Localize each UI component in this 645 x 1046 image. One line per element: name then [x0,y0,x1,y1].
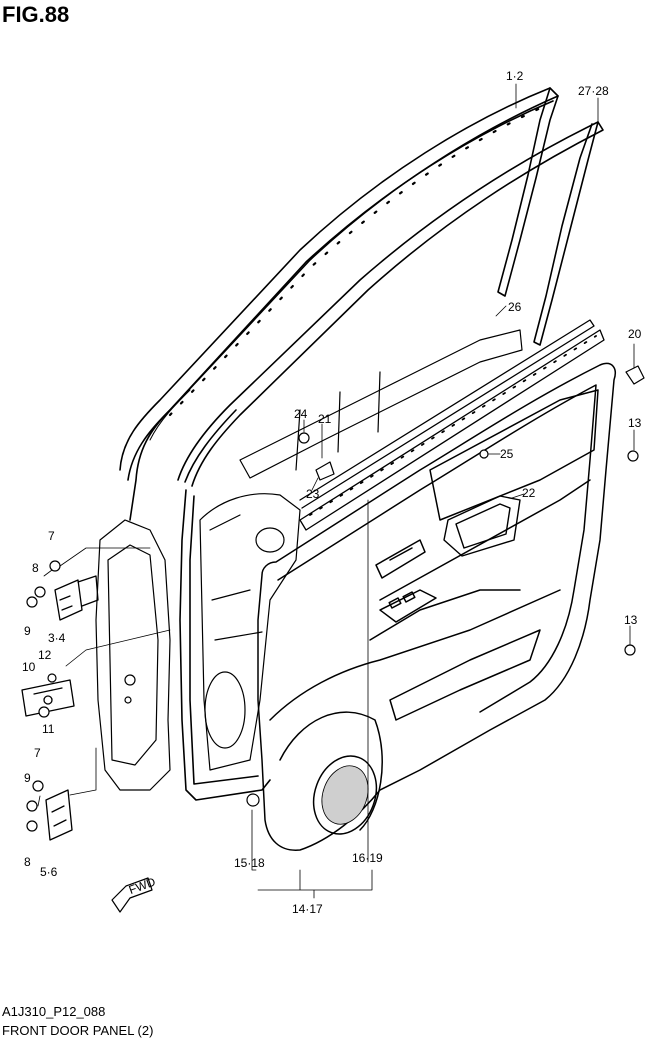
callout-9b: 9 [24,771,31,785]
callout-15-18: 15·18 [234,856,265,870]
callout-13b: 13 [624,613,638,627]
upper-hinge [54,575,99,621]
callout-7b: 7 [34,746,41,760]
callout-20: 20 [628,327,642,341]
callout-12: 12 [38,648,52,662]
inner-weatherstrip [177,121,604,801]
middle-hinge [21,679,75,717]
callout-8a: 8 [32,561,39,575]
fwd-arrow-icon: FWD [111,875,158,913]
callout-8b: 8 [24,855,31,869]
callout-22: 22 [522,486,536,500]
callouts: 1·2 27·28 26 20 13 13 24 21 23 25 22 7 8… [22,69,642,916]
leader-lines [37,83,635,899]
callout-14-17: 14·17 [292,902,323,916]
callout-16-19: 16·19 [352,851,383,865]
callout-5-6: 5·6 [40,865,58,879]
callout-1-2: 1·2 [506,69,524,83]
callout-26: 26 [508,300,522,314]
figure-caption: FRONT DOOR PANEL (2) [2,1023,154,1038]
lower-hinge [45,789,73,841]
callout-3-4: 3·4 [48,631,66,645]
figure-title: FIG.88 [2,2,70,27]
door-frame-weatherstrip [119,87,559,521]
door-pocket [443,495,521,557]
figure-code: A1J310_P12_088 [2,1004,106,1019]
callout-11: 11 [42,722,55,736]
callout-24: 24 [294,407,308,421]
belt-moulding [299,319,605,531]
callout-27-28: 27·28 [578,84,609,98]
callout-13a: 13 [628,416,642,430]
hinge-bolts [26,560,61,832]
callout-21: 21 [318,412,332,426]
callout-7a: 7 [48,529,55,543]
callout-23: 23 [306,487,320,501]
callout-25: 25 [500,447,514,461]
door-inner-panel [95,329,523,791]
fasteners [246,365,645,807]
callout-10: 10 [22,660,36,674]
door-trim-panel [257,362,616,851]
callout-9a: 9 [24,624,31,638]
